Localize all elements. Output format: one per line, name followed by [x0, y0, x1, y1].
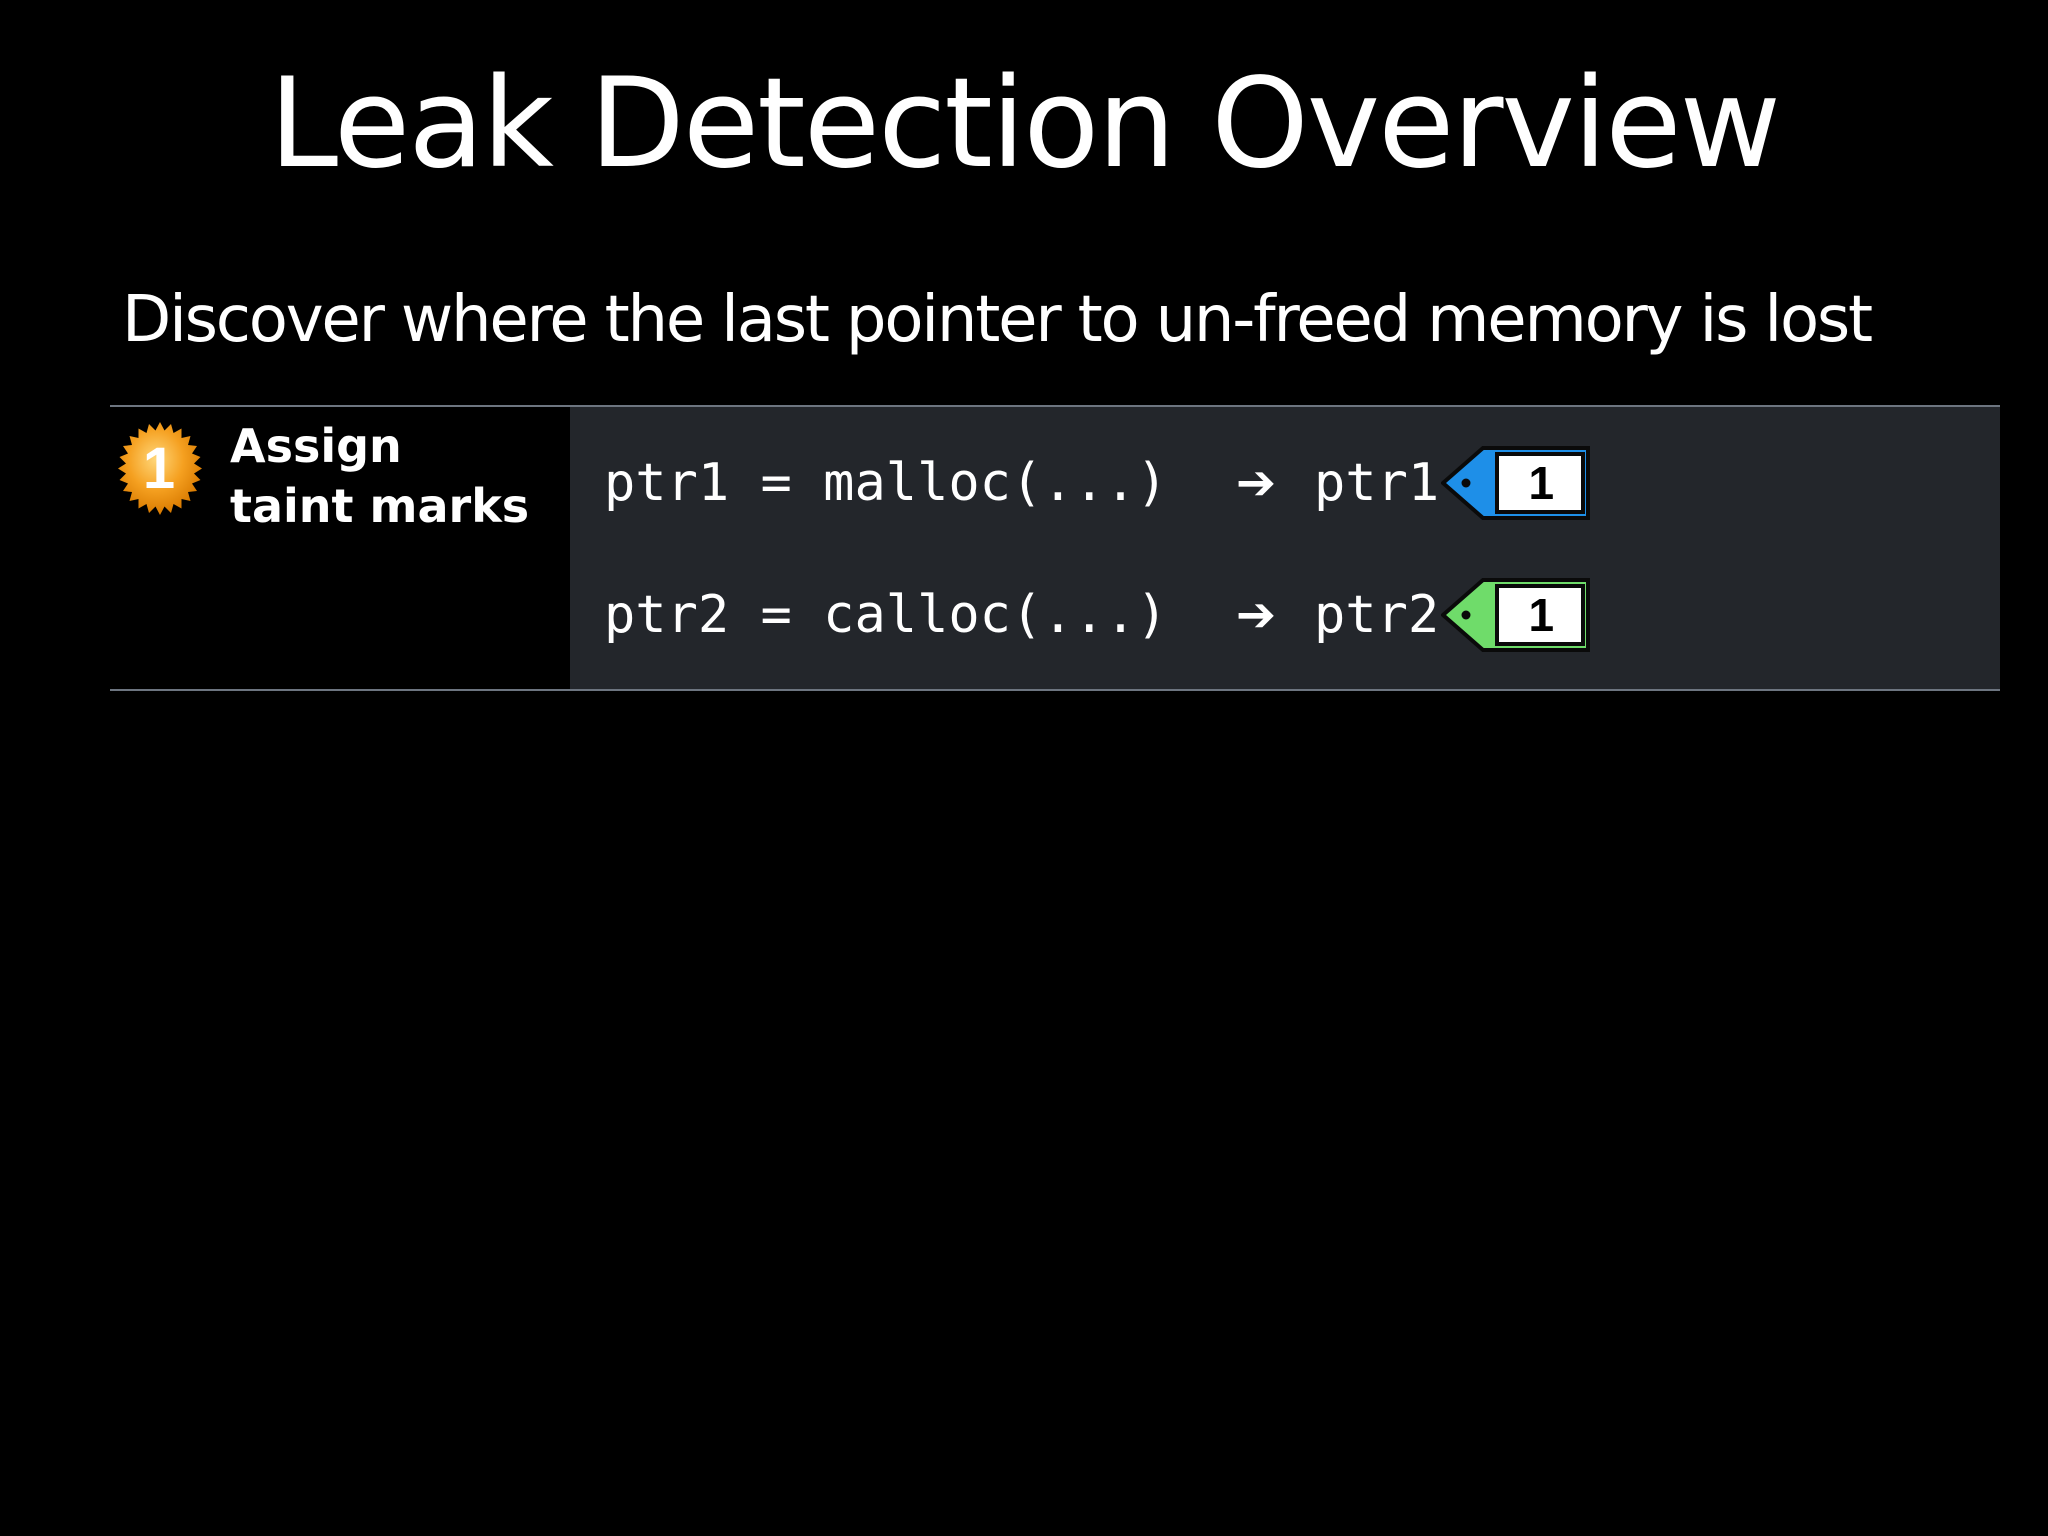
step-label-line-1: Assign	[230, 419, 402, 473]
code-statement: ptr1 = malloc(...)	[604, 453, 1168, 513]
step-label: Assign taint marks	[230, 416, 529, 536]
taint-tag-icon: 1	[1441, 577, 1591, 653]
step-label-line-2: taint marks	[230, 479, 530, 533]
slide-title: Leak Detection Overview	[269, 52, 1781, 196]
code-statement: ptr2 = calloc(...)	[604, 585, 1168, 645]
taint-mark-value: 1	[1528, 457, 1555, 509]
step-number-badge-icon: 1	[110, 420, 210, 520]
code-row-calloc: ptr2 = calloc(...) ➔ ptr2 1	[604, 575, 1591, 655]
taint-mark-value: 1	[1528, 589, 1555, 641]
pointer-name: ptr1	[1314, 453, 1440, 513]
code-panel	[570, 407, 2000, 689]
right-arrow-icon: ➔	[1235, 455, 1277, 511]
step-number: 1	[143, 436, 175, 501]
top-divider	[110, 405, 2000, 407]
taint-tag-icon: 1	[1441, 445, 1591, 521]
slide-subtitle: Discover where the last pointer to un-fr…	[122, 283, 1873, 357]
bottom-divider	[110, 689, 2000, 691]
pointer-name: ptr2	[1314, 585, 1440, 645]
code-row-malloc: ptr1 = malloc(...) ➔ ptr1 1	[604, 443, 1591, 523]
right-arrow-icon: ➔	[1235, 587, 1277, 643]
